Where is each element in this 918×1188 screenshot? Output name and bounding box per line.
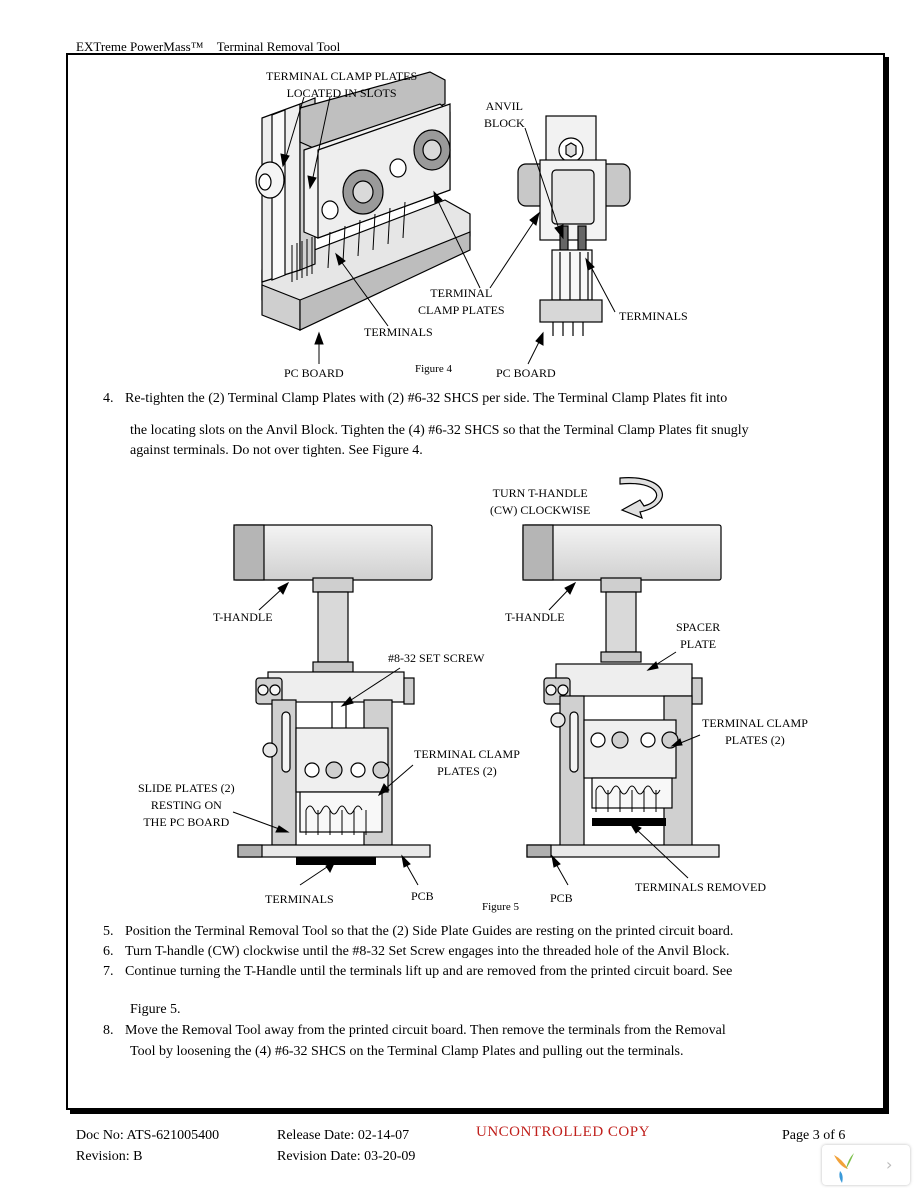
step-4-line-2: the locating slots on the Anvil Block. T… — [130, 423, 749, 438]
step-text: Turn T-handle (CW) clockwise until the #… — [125, 944, 730, 959]
label-line: PLATE — [680, 637, 717, 651]
revision-date: Revision Date: 03-20-09 — [277, 1149, 416, 1164]
step-text: Position the Terminal Removal Tool so th… — [125, 924, 734, 939]
label-line: RESTING ON — [150, 798, 222, 812]
label-line: THE PC BOARD — [143, 815, 230, 829]
label-pcb-right: PCB — [550, 891, 573, 905]
figure-5-caption: Figure 5 — [482, 901, 519, 913]
page-frame — [66, 53, 885, 1110]
revision: Revision: B — [76, 1149, 143, 1164]
page-header: EXTreme PowerMass™ Terminal Removal Tool — [76, 39, 340, 55]
label-line: CLAMP PLATES — [418, 303, 505, 317]
step-number: 5. — [103, 924, 114, 939]
label-clamp-plates-left: TERMINAL CLAMP PLATES (2) — [414, 746, 520, 780]
label-terminals: TERMINALS — [265, 892, 334, 906]
label-line: ANVIL — [485, 99, 523, 113]
figure-4-isometric-view — [255, 71, 471, 331]
step-number: 6. — [103, 944, 114, 959]
step-4-line-3: against terminals. Do not over tighten. … — [130, 443, 423, 458]
label-turn-t-handle: TURN T-HANDLE (CW) CLOCKWISE — [490, 485, 590, 519]
label-terminals-right: TERMINALS — [619, 309, 688, 323]
doc-number: Doc No: ATS-621005400 — [76, 1128, 220, 1143]
label-terminals-removed: TERMINALS REMOVED — [635, 880, 766, 894]
product-name: EXTreme PowerMass™ — [76, 39, 204, 54]
label-line: TERMINAL — [430, 286, 493, 300]
label-line: LOCATED IN SLOTS — [286, 86, 397, 100]
label-slide-plates: SLIDE PLATES (2) RESTING ON THE PC BOARD — [138, 780, 235, 831]
label-clamp-plates-slots: TERMINAL CLAMP PLATES LOCATED IN SLOTS — [266, 68, 417, 102]
label-t-handle-right: T-HANDLE — [505, 610, 565, 624]
label-clamp-plates-right: TERMINAL CLAMP PLATES (2) — [702, 715, 808, 749]
figure-4-end-view — [517, 115, 631, 336]
step-text: Continue turning the T-Handle until the … — [125, 964, 733, 979]
label-line: TURN T-HANDLE — [492, 486, 588, 500]
footer-dates: Release Date: 02-14-07 Revision Date: 03… — [277, 1125, 415, 1167]
page-number: Page 3 of 6 — [782, 1128, 846, 1143]
label-line: TERMINAL CLAMP PLATES — [266, 69, 418, 83]
label-pcb-left: PCB — [411, 889, 434, 903]
label-pc-board-left: PC BOARD — [284, 366, 344, 380]
label-line: PLATES (2) — [437, 764, 497, 778]
release-date: Release Date: 02-14-07 — [277, 1128, 410, 1143]
label-pc-board-right: PC BOARD — [496, 366, 556, 380]
label-line: TERMINAL CLAMP — [702, 716, 808, 730]
label-line: SLIDE PLATES (2) — [138, 781, 235, 795]
viewer-nav-widget: › — [822, 1145, 910, 1185]
step-8-continued: Tool by loosening the (4) #6-32 SHCS on … — [130, 1044, 684, 1059]
step-text: Move the Removal Tool away from the prin… — [125, 1023, 726, 1038]
figure-4-caption: Figure 4 — [415, 363, 452, 375]
label-line: BLOCK — [484, 116, 525, 130]
step-6: 6. Turn T-handle (CW) clockwise until the… — [103, 942, 729, 962]
label-line: (CW) CLOCKWISE — [490, 503, 591, 517]
label-line: SPACER — [676, 620, 721, 634]
step-number: 7. — [103, 964, 114, 979]
step-8: 8. Move the Removal Tool away from the pr… — [103, 1021, 726, 1041]
step-number: 4. — [103, 391, 114, 406]
step-4: 4. Re-tighten the (2) Terminal Clamp Plat… — [103, 389, 727, 409]
label-set-screw: #8-32 SET SCREW — [388, 651, 485, 665]
uncontrolled-copy-stamp: UNCONTROLLED COPY — [476, 1124, 650, 1140]
step-5: 5. Position the Terminal Removal Tool so … — [103, 922, 733, 942]
label-t-handle-left: T-HANDLE — [213, 610, 273, 624]
step-7-continued: Figure 5. — [130, 1002, 181, 1017]
viewer-logo-icon[interactable] — [822, 1145, 910, 1185]
chevron-right-icon[interactable]: › — [886, 1155, 893, 1174]
step-text: Re-tighten the (2) Terminal Clamp Plates… — [125, 391, 728, 406]
label-line: PLATES (2) — [725, 733, 785, 747]
label-terminal-clamp-plates: TERMINAL CLAMP PLATES — [418, 285, 505, 319]
label-line: TERMINAL CLAMP — [414, 747, 520, 761]
header-title: Terminal Removal Tool — [216, 39, 341, 54]
label-spacer-plate: SPACER PLATE — [676, 619, 720, 653]
footer-doc-info: Doc No: ATS-621005400 Revision: B — [76, 1125, 219, 1167]
label-terminals-left: TERMINALS — [364, 325, 433, 339]
step-7: 7. Continue turning the T-Handle until th… — [103, 962, 732, 982]
label-anvil-block: ANVIL BLOCK — [484, 98, 525, 132]
step-number: 8. — [103, 1023, 114, 1038]
